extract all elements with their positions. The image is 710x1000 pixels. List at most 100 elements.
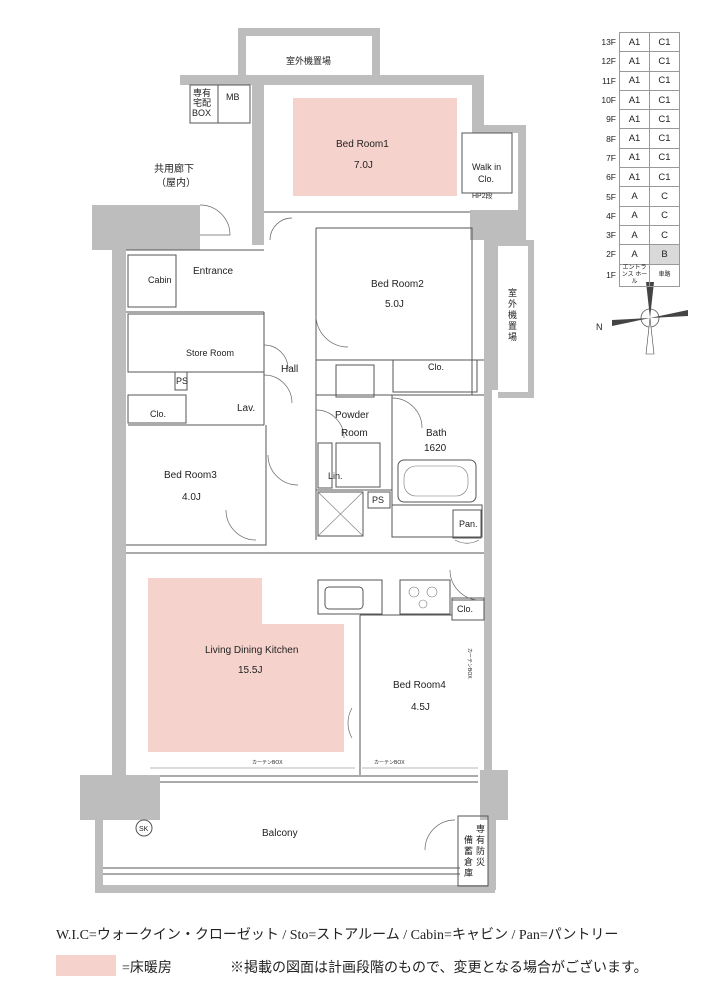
unit-type-b: C (649, 205, 680, 226)
storage-side-char-4: 災 (476, 857, 485, 867)
plan-disclaimer-note: ※掲載の図面は計画段階のもので、変更となる場合がございます。 (230, 961, 648, 976)
walk-in-clo-line-1: Walk in (472, 162, 501, 172)
delivery-box-line-2: 宅配 (193, 97, 211, 108)
unit-type-b: 車路 (649, 263, 680, 287)
room-size-bed1: 7.0J (354, 160, 373, 171)
storage-side2-char-4: 庫 (464, 867, 473, 878)
floor-heating-zones (148, 98, 457, 752)
unit-type-b: C (649, 186, 680, 207)
unit-type-a: A1 (619, 128, 650, 149)
outdoor-unit-side-char-1: 室 (508, 287, 517, 298)
storage-side-char-3: 防 (476, 845, 485, 856)
clo-label-bed2: Clo. (428, 362, 444, 372)
outdoor-unit-side-char-5: 場 (508, 331, 517, 342)
unit-type-a: エントランス ホール (619, 263, 650, 287)
room-size-bed4: 4.5J (411, 702, 430, 713)
room-name-bath: Bath (426, 428, 447, 439)
room-name-bed2: Bed Room2 (371, 279, 424, 290)
storage-side2-char-3: 倉 (464, 856, 473, 867)
room-name-ldk: Living Dining Kitchen (205, 645, 298, 656)
unit-type-a: A (619, 186, 650, 207)
storage-side-char-2: 有 (476, 834, 485, 845)
storage-side-char-1: 専 (476, 823, 485, 834)
unit-type-a: A1 (619, 51, 650, 72)
walk-in-clo-line-2: Clo. (478, 174, 494, 184)
unit-type-b: B (649, 244, 680, 265)
compass-north-label: N (596, 322, 603, 332)
room-size-bath: 1620 (424, 443, 447, 454)
unit-type-b: C1 (649, 51, 680, 72)
unit-type-b: C1 (649, 31, 680, 53)
curtain-box-label-side: カーテンBOX (466, 648, 472, 679)
doors (199, 204, 481, 851)
outdoor-unit-side-char-3: 機 (508, 309, 517, 320)
floor-label: 13F (601, 37, 616, 48)
heated-zone-bedroom1 (293, 98, 457, 196)
room-size-bed2: 5.0J (385, 299, 404, 310)
fixture-labels: 室外機置場 室 外 機 置 場 専有 宅配 BOX MB 共用廊下 （屋内） W… (139, 55, 517, 878)
outdoor-unit-top-label: 室外機置場 (286, 55, 331, 66)
room-name-store: Store Room (186, 348, 234, 358)
room-size-ldk: 15.5J (238, 665, 262, 676)
room-name-lav: Lav. (237, 403, 255, 414)
lin-label: Lin. (328, 471, 343, 481)
floor-heating-swatch (56, 955, 116, 976)
cabin-label: Cabin (148, 275, 172, 285)
room-labels: Bed Room1 7.0J Bed Room2 5.0J Bed Room3 … (164, 139, 447, 839)
unit-type-b: C1 (649, 89, 680, 111)
room-name-hall: Hall (281, 364, 298, 375)
room-name-powder-2: Room (341, 428, 368, 439)
corridor-label-2: （屋内） (156, 176, 196, 189)
unit-type-b: C1 (649, 128, 680, 149)
storage-side2-char-2: 蓄 (464, 845, 473, 856)
floor-label: 11F (601, 75, 616, 86)
floor-label: 5F (606, 191, 616, 202)
room-name-bed1: Bed Room1 (336, 139, 389, 150)
unit-type-b: C1 (649, 109, 680, 130)
compass-icon: N (596, 282, 688, 355)
heated-zone-ldk (148, 578, 344, 752)
room-name-entrance: Entrance (193, 266, 233, 277)
delivery-box-line-3: BOX (192, 108, 211, 118)
unit-type-b: C (649, 224, 680, 246)
curtain-box-label-bed4: カーテンBOX (374, 760, 405, 766)
floor-label: 12F (601, 56, 616, 67)
abbreviation-legend: W.I.C=ウォークイン・クローゼット / Sto=ストアルーム / Cabin… (56, 928, 619, 943)
ps-label-bath: PS (372, 495, 384, 505)
floor-label: 1F (606, 270, 616, 281)
unit-type-b: C1 (649, 147, 680, 169)
floor-label: 10F (601, 95, 616, 106)
room-name-powder-1: Powder (335, 410, 370, 421)
unit-type-b: C1 (649, 70, 680, 91)
partitions (103, 84, 513, 887)
mb-label: MB (226, 92, 240, 102)
unit-type-a: A1 (619, 89, 650, 111)
curtain-box-label-ldk: カーテンBOX (252, 760, 283, 766)
clo-label-lav: Clo. (150, 409, 166, 419)
clo-label-bed4: Clo. (457, 604, 473, 614)
floor-label: 4F (606, 210, 616, 221)
floor-label: 8F (606, 133, 616, 144)
unit-type-a: A1 (619, 147, 650, 169)
floor-label: 7F (606, 152, 616, 163)
unit-type-a: A1 (619, 167, 650, 188)
hp2-label: HP2段 (472, 191, 493, 200)
floor-label: 2F (606, 249, 616, 260)
delivery-box-line-1: 専有 (193, 87, 211, 98)
corridor-label-1: 共用廊下 (154, 162, 194, 175)
floor-label: 3F (606, 230, 616, 241)
unit-type-a: A (619, 244, 650, 265)
floor-label: 9F (606, 114, 616, 125)
floor-label: 6F (606, 172, 616, 183)
outdoor-unit-side-char-2: 外 (508, 298, 517, 309)
